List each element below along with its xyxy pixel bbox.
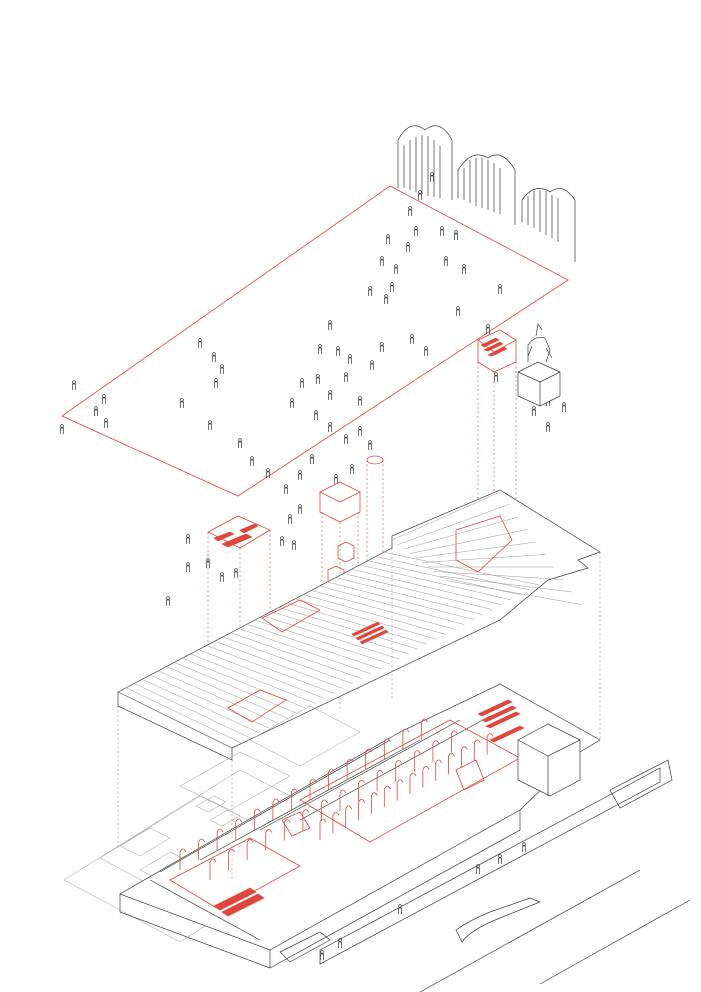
person-figure <box>456 306 460 316</box>
person-figure <box>300 378 304 388</box>
person-figure <box>414 226 418 236</box>
person-figure <box>208 420 212 430</box>
person-figure <box>394 264 398 274</box>
person-figure <box>390 282 394 292</box>
person-figure <box>494 372 498 382</box>
gothic-arches <box>397 125 576 262</box>
person-figure <box>94 406 98 416</box>
person-figure <box>186 534 190 544</box>
person-figure <box>60 424 64 434</box>
person-figure <box>320 950 324 960</box>
person-figure <box>368 286 372 296</box>
person-figure <box>328 422 332 432</box>
person-figure <box>328 390 332 400</box>
person-figure <box>104 418 108 428</box>
person-figure <box>344 372 348 382</box>
person-figure <box>386 234 390 244</box>
person-figure <box>498 284 502 294</box>
person-figure <box>102 394 106 404</box>
person-figure <box>358 426 362 436</box>
person-figure <box>454 230 458 240</box>
person-figure <box>298 470 302 480</box>
person-figure <box>266 468 270 478</box>
person-figure <box>284 484 288 494</box>
person-figure <box>298 504 302 514</box>
person-figure <box>166 596 170 606</box>
person-figure <box>368 440 372 450</box>
person-figure <box>250 456 254 466</box>
person-figure <box>424 346 428 356</box>
person-figure <box>318 344 322 354</box>
alignment-lines <box>117 548 601 880</box>
person-figure <box>384 294 388 304</box>
person-figure <box>290 398 294 408</box>
person-figure <box>546 422 550 432</box>
person-figure <box>234 568 238 578</box>
equestrian-statue <box>517 323 561 407</box>
person-figure <box>214 378 218 388</box>
person-figure <box>562 402 566 412</box>
person-figure <box>398 904 402 914</box>
person-figure <box>358 396 362 406</box>
person-figure <box>522 842 526 852</box>
person-figure <box>410 334 414 344</box>
main-building <box>119 683 601 969</box>
riverside-wall <box>279 759 691 992</box>
person-figure <box>498 854 502 864</box>
person-figure <box>430 172 434 182</box>
person-figure <box>220 572 224 582</box>
person-figure <box>344 434 348 444</box>
person-figure <box>334 474 338 484</box>
person-figure <box>180 398 184 408</box>
person-figure <box>418 190 422 200</box>
person-figure <box>408 206 412 216</box>
person-figure <box>462 264 466 274</box>
person-figure <box>72 380 76 390</box>
person-figure <box>310 454 314 464</box>
person-figure <box>370 360 374 370</box>
person-figure <box>220 364 224 374</box>
person-figure <box>380 342 384 352</box>
person-figure <box>440 226 444 236</box>
person-figure <box>198 338 202 348</box>
person-figure <box>288 514 292 524</box>
person-figure <box>380 256 384 266</box>
person-figure <box>292 540 296 550</box>
person-figure <box>314 410 318 420</box>
person-figure <box>532 406 536 416</box>
people-figures <box>60 172 582 960</box>
person-figure <box>486 324 490 334</box>
person-figure <box>336 346 340 356</box>
person-figure <box>348 354 352 364</box>
piazza-plane <box>61 185 569 497</box>
person-figure <box>280 536 284 546</box>
person-figure <box>206 558 210 568</box>
person-figure <box>350 464 354 474</box>
person-figure <box>328 320 332 330</box>
roof-slab <box>117 489 601 761</box>
person-figure <box>238 438 242 448</box>
person-figure <box>316 374 320 384</box>
person-figure <box>186 562 190 572</box>
person-figure <box>212 352 216 362</box>
person-figure <box>406 242 410 252</box>
person-figure <box>444 256 448 266</box>
